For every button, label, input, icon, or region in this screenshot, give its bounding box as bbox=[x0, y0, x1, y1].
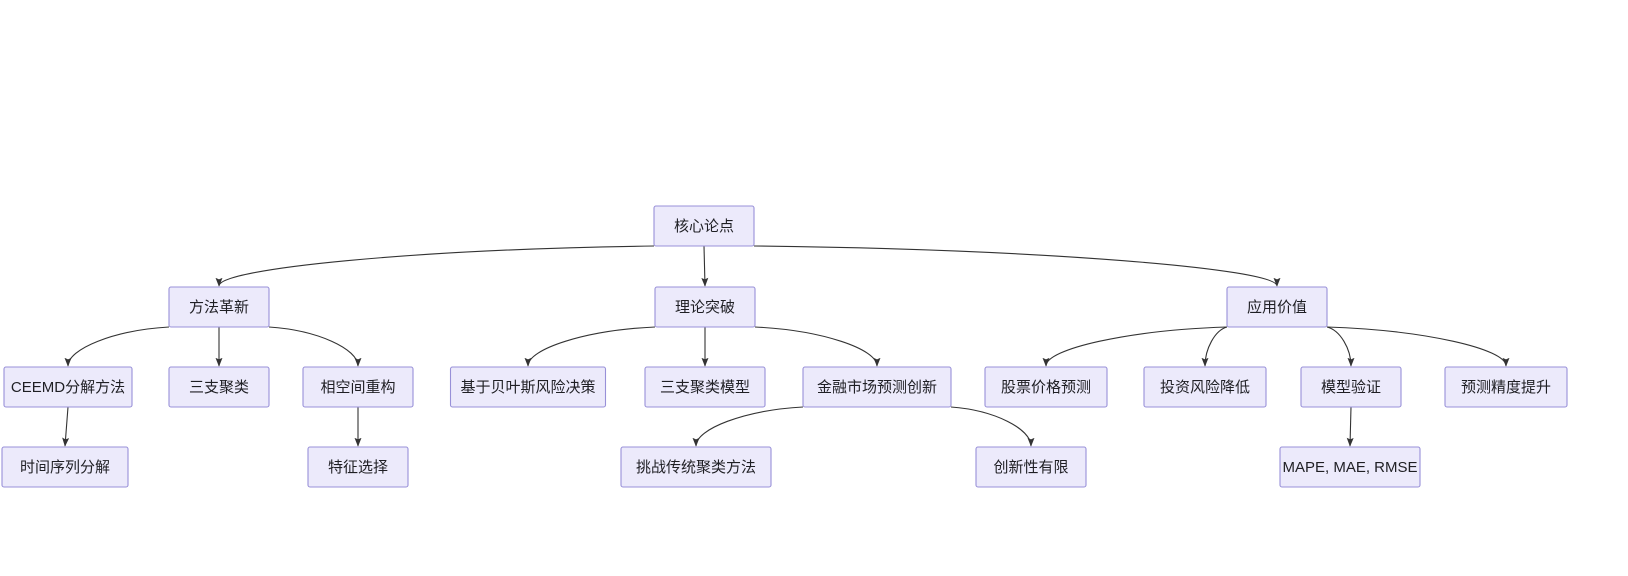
node-box-c8[interactable] bbox=[1143, 366, 1267, 408]
node-label-c4: 基于贝叶斯风险决策 bbox=[460, 379, 595, 396]
edge-c6-to-d3 bbox=[692, 406, 804, 447]
node-label-c9: 模型验证 bbox=[1321, 379, 1381, 396]
node-box-d4[interactable] bbox=[975, 446, 1087, 488]
node-label-c10: 预测精度提升 bbox=[1461, 379, 1551, 396]
node-label-c1: CEEMD分解方法 bbox=[11, 379, 125, 396]
node-label-b2: 理论突破 bbox=[675, 299, 735, 316]
node-box-b3[interactable] bbox=[1226, 286, 1328, 328]
node-c8[interactable]: 投资风险降低 bbox=[1143, 366, 1267, 408]
node-label-c3: 相空间重构 bbox=[320, 379, 395, 396]
node-d1[interactable]: 时间序列分解 bbox=[1, 446, 129, 488]
node-label-c5: 三支聚类模型 bbox=[660, 379, 750, 396]
node-c10[interactable]: 预测精度提升 bbox=[1444, 366, 1568, 408]
node-label-c6: 金融市场预测创新 bbox=[817, 379, 937, 396]
edge-c6-to-d4 bbox=[950, 406, 1035, 447]
node-label-b3: 应用价值 bbox=[1247, 298, 1307, 316]
node-box-c10[interactable] bbox=[1444, 366, 1568, 408]
node-c6[interactable]: 金融市场预测创新 bbox=[802, 366, 952, 408]
edge-b2-to-c4 bbox=[524, 326, 656, 367]
node-label-d2: 特征选择 bbox=[328, 459, 388, 476]
edge-b1-to-c1 bbox=[64, 326, 170, 367]
node-box-b1[interactable] bbox=[168, 286, 270, 328]
node-box-c6[interactable] bbox=[802, 366, 952, 408]
node-label-c7: 股票价格预测 bbox=[1001, 379, 1091, 396]
edge-b3-to-c8 bbox=[1201, 326, 1228, 367]
node-label-c8: 投资风险降低 bbox=[1160, 379, 1250, 396]
edge-c1-to-d1 bbox=[62, 406, 70, 447]
edge-root-to-b3 bbox=[753, 245, 1281, 287]
node-c2[interactable]: 三支聚类 bbox=[168, 366, 270, 408]
node-label-b1: 方法革新 bbox=[189, 299, 249, 316]
node-label-root: 核心论点 bbox=[674, 218, 734, 235]
node-box-d1[interactable] bbox=[1, 446, 129, 488]
node-b2[interactable]: 理论突破 bbox=[654, 286, 756, 328]
edge-root-to-b1 bbox=[215, 245, 655, 287]
node-c9[interactable]: 模型验证 bbox=[1300, 366, 1402, 408]
node-box-root[interactable] bbox=[653, 205, 755, 247]
node-label-d5: MAPE, MAE, RMSE bbox=[1282, 459, 1417, 476]
node-b3[interactable]: 应用价值 bbox=[1226, 286, 1328, 328]
node-box-d2[interactable] bbox=[307, 446, 409, 488]
node-d4[interactable]: 创新性有限 bbox=[975, 446, 1087, 488]
node-c5[interactable]: 三支聚类模型 bbox=[644, 366, 766, 408]
node-label-d3: 挑战传统聚类方法 bbox=[636, 459, 756, 476]
node-c1[interactable]: CEEMD分解方法 bbox=[3, 366, 133, 408]
node-label-d1: 时间序列分解 bbox=[20, 459, 110, 476]
node-root[interactable]: 核心论点 bbox=[653, 205, 755, 247]
edge-b1-to-c3 bbox=[268, 326, 362, 367]
node-box-d5[interactable] bbox=[1279, 446, 1421, 488]
node-b1[interactable]: 方法革新 bbox=[168, 286, 270, 328]
edge-b3-to-c10 bbox=[1326, 326, 1510, 367]
node-c7[interactable]: 股票价格预测 bbox=[984, 366, 1108, 408]
node-d5[interactable]: MAPE, MAE, RMSE bbox=[1279, 446, 1421, 488]
node-box-b2[interactable] bbox=[654, 286, 756, 328]
edge-layer bbox=[62, 245, 1510, 447]
node-c4[interactable]: 基于贝叶斯风险决策 bbox=[449, 366, 607, 408]
node-label-c2: 三支聚类 bbox=[189, 379, 249, 396]
node-box-c9[interactable] bbox=[1300, 366, 1402, 408]
edge-root-to-b2 bbox=[701, 245, 709, 287]
node-label-d4: 创新性有限 bbox=[993, 459, 1068, 476]
node-box-c7[interactable] bbox=[984, 366, 1108, 408]
node-box-c4[interactable] bbox=[449, 366, 607, 408]
edge-b3-to-c9 bbox=[1326, 326, 1355, 367]
node-box-c5[interactable] bbox=[644, 366, 766, 408]
node-box-c3[interactable] bbox=[302, 366, 414, 408]
node-d3[interactable]: 挑战传统聚类方法 bbox=[620, 446, 772, 488]
node-c3[interactable]: 相空间重构 bbox=[302, 366, 414, 408]
node-box-c1[interactable] bbox=[3, 366, 133, 408]
edge-b2-to-c6 bbox=[754, 326, 881, 367]
node-box-d3[interactable] bbox=[620, 446, 772, 488]
edge-b3-to-c7 bbox=[1042, 326, 1228, 367]
node-d2[interactable]: 特征选择 bbox=[307, 446, 409, 488]
edge-c9-to-d5 bbox=[1346, 406, 1354, 447]
node-box-c2[interactable] bbox=[168, 366, 270, 408]
